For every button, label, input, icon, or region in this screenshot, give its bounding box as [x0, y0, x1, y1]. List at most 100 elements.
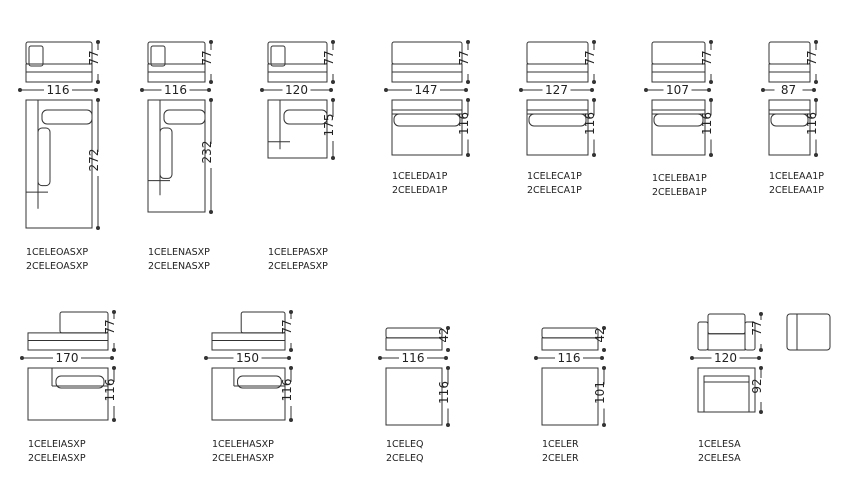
dimension-end-dot: [94, 88, 98, 92]
dimension-end-dot: [446, 423, 450, 427]
product-code: 2CELEHASXP: [212, 453, 274, 464]
dimension-label-width: 87: [781, 83, 796, 97]
dimension-label-vertical: 116: [437, 381, 451, 404]
product-code: 1CELENASXP: [148, 247, 210, 258]
dimension-end-dot: [534, 356, 538, 360]
dimension-label-width: 120: [285, 83, 308, 97]
back-cushion: [707, 313, 746, 335]
left-arm: [697, 321, 709, 351]
plan-view: [541, 367, 599, 426]
dimension-end-dot: [331, 98, 335, 102]
dimension-end-dot: [444, 356, 448, 360]
dimension-label-vertical: 116: [700, 112, 714, 135]
dimension-end-dot: [289, 348, 293, 352]
back-cushion: [651, 41, 706, 65]
dimension-end-dot: [466, 153, 470, 157]
product-code: 1CELER: [542, 439, 579, 450]
product-code: 1CELEHASXP: [212, 439, 274, 450]
dimension-end-dot: [20, 356, 24, 360]
dimension-end-dot: [759, 410, 763, 414]
dimension-end-dot: [446, 366, 450, 370]
dimension-label-vertical: 77: [805, 50, 819, 65]
dimension-label-vertical: 77: [322, 50, 336, 65]
cushion: [385, 327, 443, 339]
plan-outline: [385, 367, 443, 426]
dimension-label-width: 116: [47, 83, 70, 97]
plan-view: [526, 99, 589, 156]
dimension-end-dot: [260, 88, 264, 92]
dimension-label-vertical: 175: [322, 114, 336, 137]
back-cushion: [391, 41, 463, 65]
dimension-end-dot: [96, 226, 100, 230]
dimension-end-dot: [378, 356, 382, 360]
product-celepasxp: 77 120 175: [260, 40, 336, 160]
dimension-end-dot: [707, 88, 711, 92]
dimension-label-vertical: 77: [457, 50, 471, 65]
dimension-end-dot: [209, 98, 213, 102]
front-view: [651, 41, 706, 83]
dimension-end-dot: [757, 356, 761, 360]
plan-view: [25, 99, 93, 229]
dimension-label-vertical: 272: [87, 149, 101, 172]
plan-outline: [768, 99, 811, 156]
dimension-label-width: 170: [56, 351, 79, 365]
dimension-end-dot: [331, 156, 335, 160]
plan-view: [768, 99, 811, 156]
dimension-label-width: 147: [415, 83, 438, 97]
dimension-end-dot: [204, 356, 208, 360]
dimension-end-dot: [602, 326, 606, 330]
plan-cushion: [528, 113, 587, 127]
product-code: 2CELEPASXP: [268, 261, 328, 272]
product-code: 2CELEDA1P: [392, 185, 448, 196]
product-code: 2CELECA1P: [527, 185, 582, 196]
dimension-end-dot: [709, 98, 713, 102]
plan-seat: [703, 375, 750, 413]
product-code: 1CELEOASXP: [26, 247, 89, 258]
dimension-label-vertical: 116: [280, 379, 294, 402]
pillows: [28, 45, 44, 67]
dimension-end-dot: [446, 326, 450, 330]
plan-outline: [526, 99, 589, 156]
plan-cushion: [55, 375, 105, 389]
dimension-end-dot: [812, 88, 816, 92]
plan-view: [391, 99, 463, 156]
dimension-end-dot: [209, 80, 213, 84]
dimension-end-dot: [112, 418, 116, 422]
dimension-end-dot: [709, 80, 713, 84]
plan-view: [211, 367, 286, 421]
plan-outline: [211, 367, 286, 421]
seat: [707, 333, 746, 351]
base: [267, 63, 328, 83]
plan-outline: [25, 99, 93, 229]
dimension-end-dot: [112, 310, 116, 314]
dimension-label-width: 150: [236, 351, 259, 365]
dimension-label-width: 120: [714, 351, 737, 365]
plan-cushion: [41, 109, 93, 125]
dimension-end-dot: [602, 366, 606, 370]
product-code: 2CELEBA1P: [652, 187, 707, 198]
product-code: 2CELESA: [698, 453, 741, 464]
plan-outline: [267, 99, 328, 159]
dimension-end-dot: [759, 348, 763, 352]
base: [211, 332, 286, 351]
front-view: [768, 41, 811, 83]
dimension-end-dot: [519, 88, 523, 92]
side-view: [786, 313, 831, 351]
dimension-label-vertical: 101: [593, 381, 607, 404]
base: [27, 332, 109, 351]
front-view: [391, 41, 463, 83]
base: [25, 63, 93, 83]
base: [385, 337, 443, 351]
dimension-end-dot: [814, 153, 818, 157]
dimension-end-dot: [209, 210, 213, 214]
back-cushion: [240, 311, 286, 334]
plan-outline: [391, 99, 463, 156]
dimension-label-vertical: 116: [805, 112, 819, 135]
